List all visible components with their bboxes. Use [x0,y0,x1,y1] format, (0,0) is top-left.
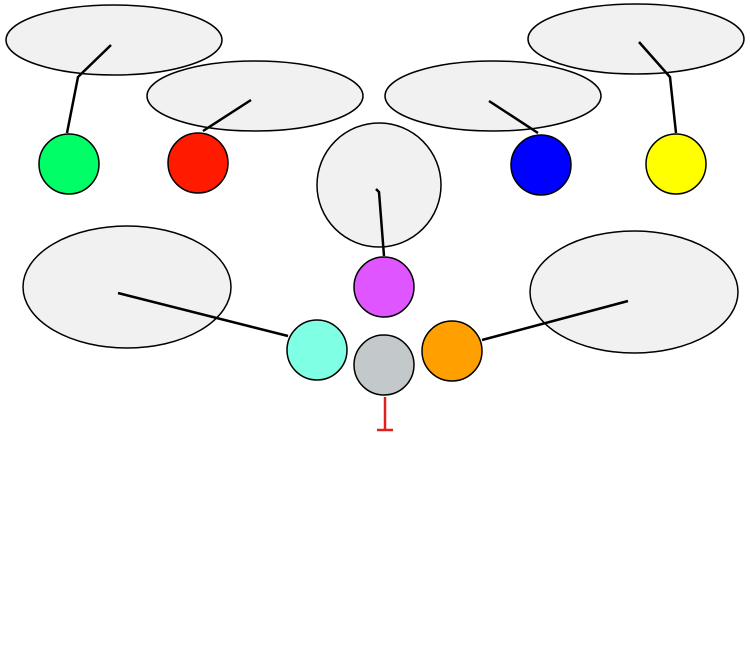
connector-aquamarine [117,291,289,338]
node-aquamarine [286,319,348,381]
node-red [167,132,229,194]
bubble-upper-center [384,60,602,132]
bubble-right-large [529,230,739,354]
node-magenta [353,256,415,318]
node-yellow [645,133,707,195]
connector-magenta [375,188,386,257]
connector-blue [488,99,539,135]
node-orange [421,320,483,382]
bubble-top-left [5,4,223,76]
bubble-center [316,122,442,248]
node-green [38,133,100,195]
bubble-upper-left [146,60,364,132]
bubble-top-right [527,3,745,75]
node-blue [510,134,572,196]
connector-orange [481,299,629,342]
bubble-left-large [22,225,232,349]
connector-yellow [638,41,678,134]
connector-green [65,44,112,134]
node-gray [353,334,415,396]
connector-red [202,98,252,133]
